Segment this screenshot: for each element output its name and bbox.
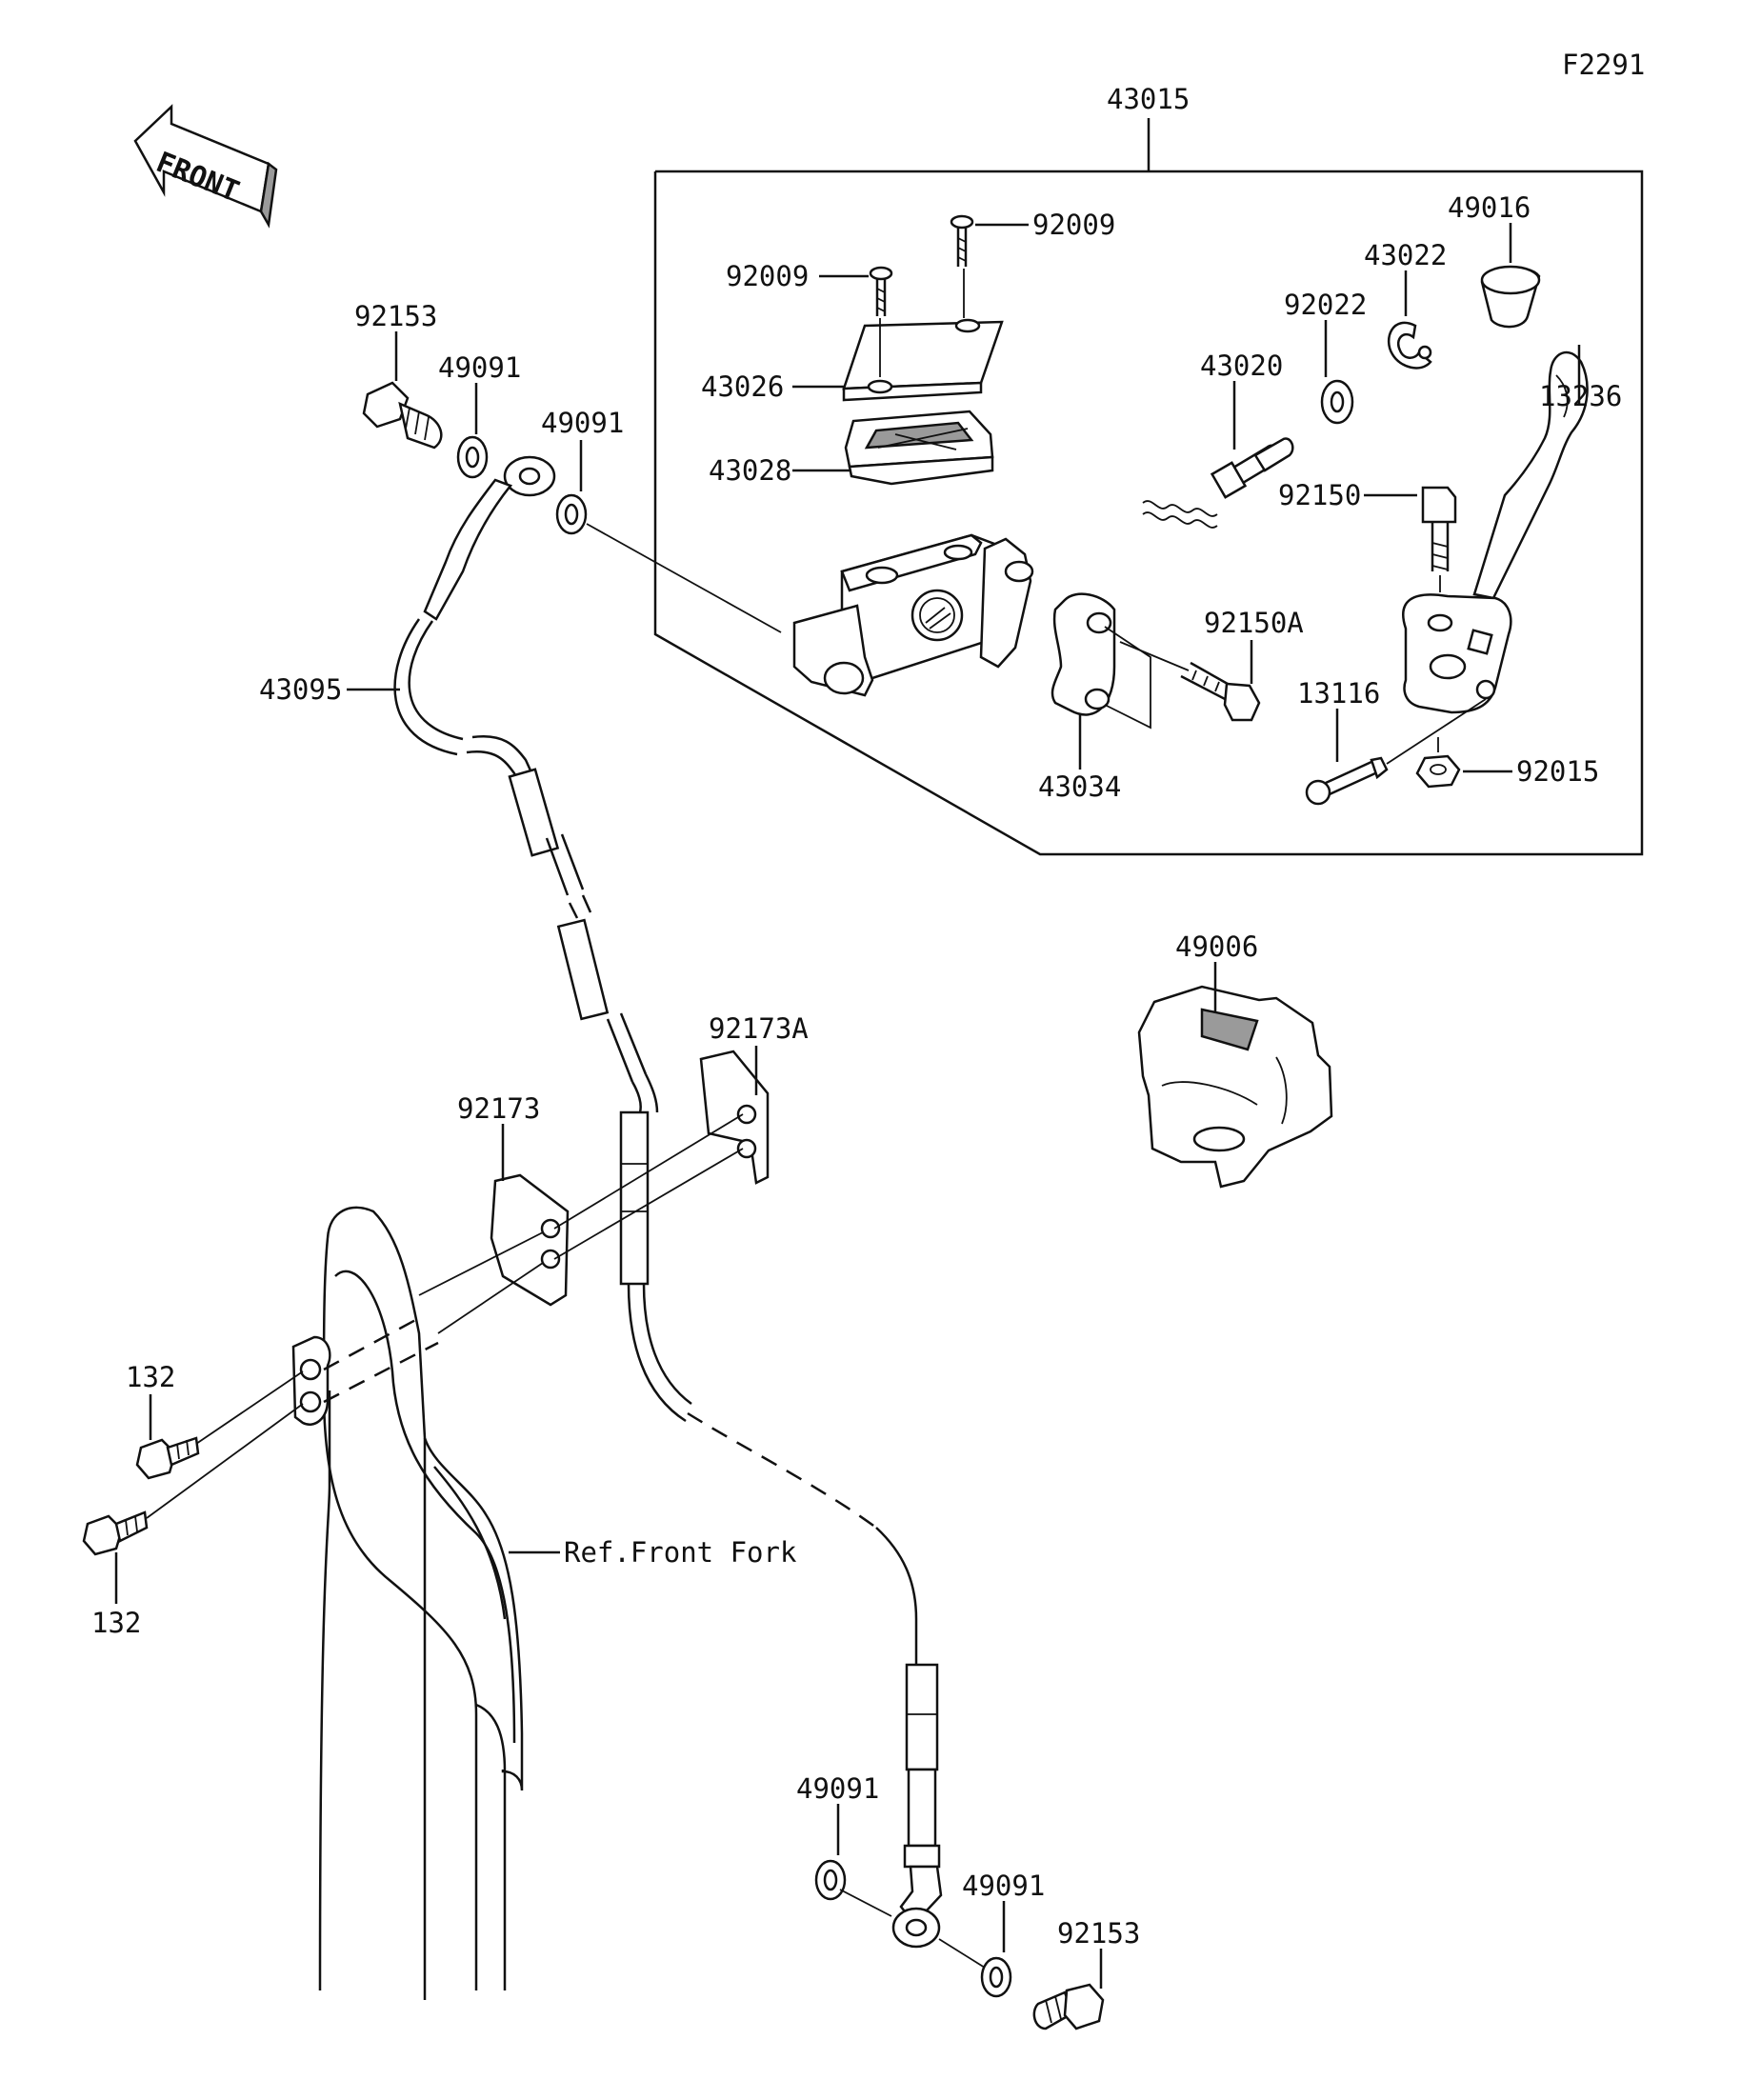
assembly-label: 43015 xyxy=(1107,83,1190,115)
dust-cap-49016 xyxy=(1480,265,1541,329)
label-92150A: 92150A xyxy=(1204,607,1304,639)
label-92173: 92173 xyxy=(457,1092,540,1125)
bolt-92150A xyxy=(1180,661,1261,722)
bolt-132-upper xyxy=(135,1436,200,1480)
label-92015: 92015 xyxy=(1516,755,1599,788)
washer-49091-upper-left xyxy=(456,435,489,479)
washer-49091-lower-right xyxy=(980,1956,1012,1998)
label-92153-upper: 92153 xyxy=(354,300,437,332)
figure-code: F2291 xyxy=(1562,49,1645,81)
label-92150: 92150 xyxy=(1278,479,1361,511)
label-92022: 92022 xyxy=(1284,289,1367,321)
master-cylinder-body xyxy=(792,533,1034,697)
label-49091-lower-left: 49091 xyxy=(796,1772,879,1805)
assembly-box xyxy=(653,118,1644,856)
clamp-43034 xyxy=(1051,592,1151,730)
label-43020: 43020 xyxy=(1200,350,1283,382)
label-43028: 43028 xyxy=(709,454,791,487)
guard-cover-49006 xyxy=(1137,985,1333,1189)
front-direction-arrow: FRONT xyxy=(133,104,278,229)
washer-49091-lower-left xyxy=(814,1859,847,1901)
label-13236: 13236 xyxy=(1539,380,1622,412)
banjo-bolt-92153-upper xyxy=(362,381,443,450)
label-49091-lower-right: 49091 xyxy=(962,1870,1045,1902)
washer-49091-upper-right xyxy=(555,493,588,535)
bolt-92150 xyxy=(1421,486,1457,571)
label-43095: 43095 xyxy=(259,673,342,706)
piston-spring-43020 xyxy=(1142,437,1294,529)
screw-92009-right xyxy=(950,214,974,267)
label-92173A: 92173A xyxy=(709,1012,809,1045)
lever-pivot-bracket xyxy=(1402,593,1512,714)
pin-13116 xyxy=(1305,756,1389,806)
front-fork xyxy=(318,1206,524,2000)
washer-92022 xyxy=(1320,379,1354,425)
label-92153-lower: 92153 xyxy=(1057,1917,1140,1950)
reservoir-cover-43026 xyxy=(842,318,1004,402)
brake-hose-43095 xyxy=(393,455,943,1949)
banjo-bolt-92153-lower xyxy=(1032,1983,1105,2030)
label-43034: 43034 xyxy=(1038,770,1121,803)
fork-clamp-ears xyxy=(291,1335,331,1426)
label-49091-upper-left: 49091 xyxy=(438,351,521,384)
label-92009-right: 92009 xyxy=(1032,209,1115,241)
label-132-lower: 132 xyxy=(91,1607,141,1639)
label-132-upper: 132 xyxy=(126,1361,175,1393)
ref-front-fork-note: Ref.Front Fork xyxy=(564,1536,797,1569)
label-49006: 49006 xyxy=(1175,930,1258,963)
label-92009-left: 92009 xyxy=(726,260,809,292)
bolt-132-lower xyxy=(82,1510,149,1556)
nut-92015 xyxy=(1415,754,1461,789)
label-49016: 49016 xyxy=(1448,191,1531,224)
circlip-43022 xyxy=(1387,321,1432,370)
label-49091-upper-right: 49091 xyxy=(541,407,624,439)
diaphragm-43028 xyxy=(844,410,994,486)
label-13116: 13116 xyxy=(1297,677,1380,710)
lever-13236 xyxy=(1472,350,1589,600)
screw-92009-left xyxy=(869,266,893,316)
label-43022: 43022 xyxy=(1364,239,1447,271)
label-43026: 43026 xyxy=(701,370,784,403)
bracket-92173A xyxy=(699,1050,770,1185)
